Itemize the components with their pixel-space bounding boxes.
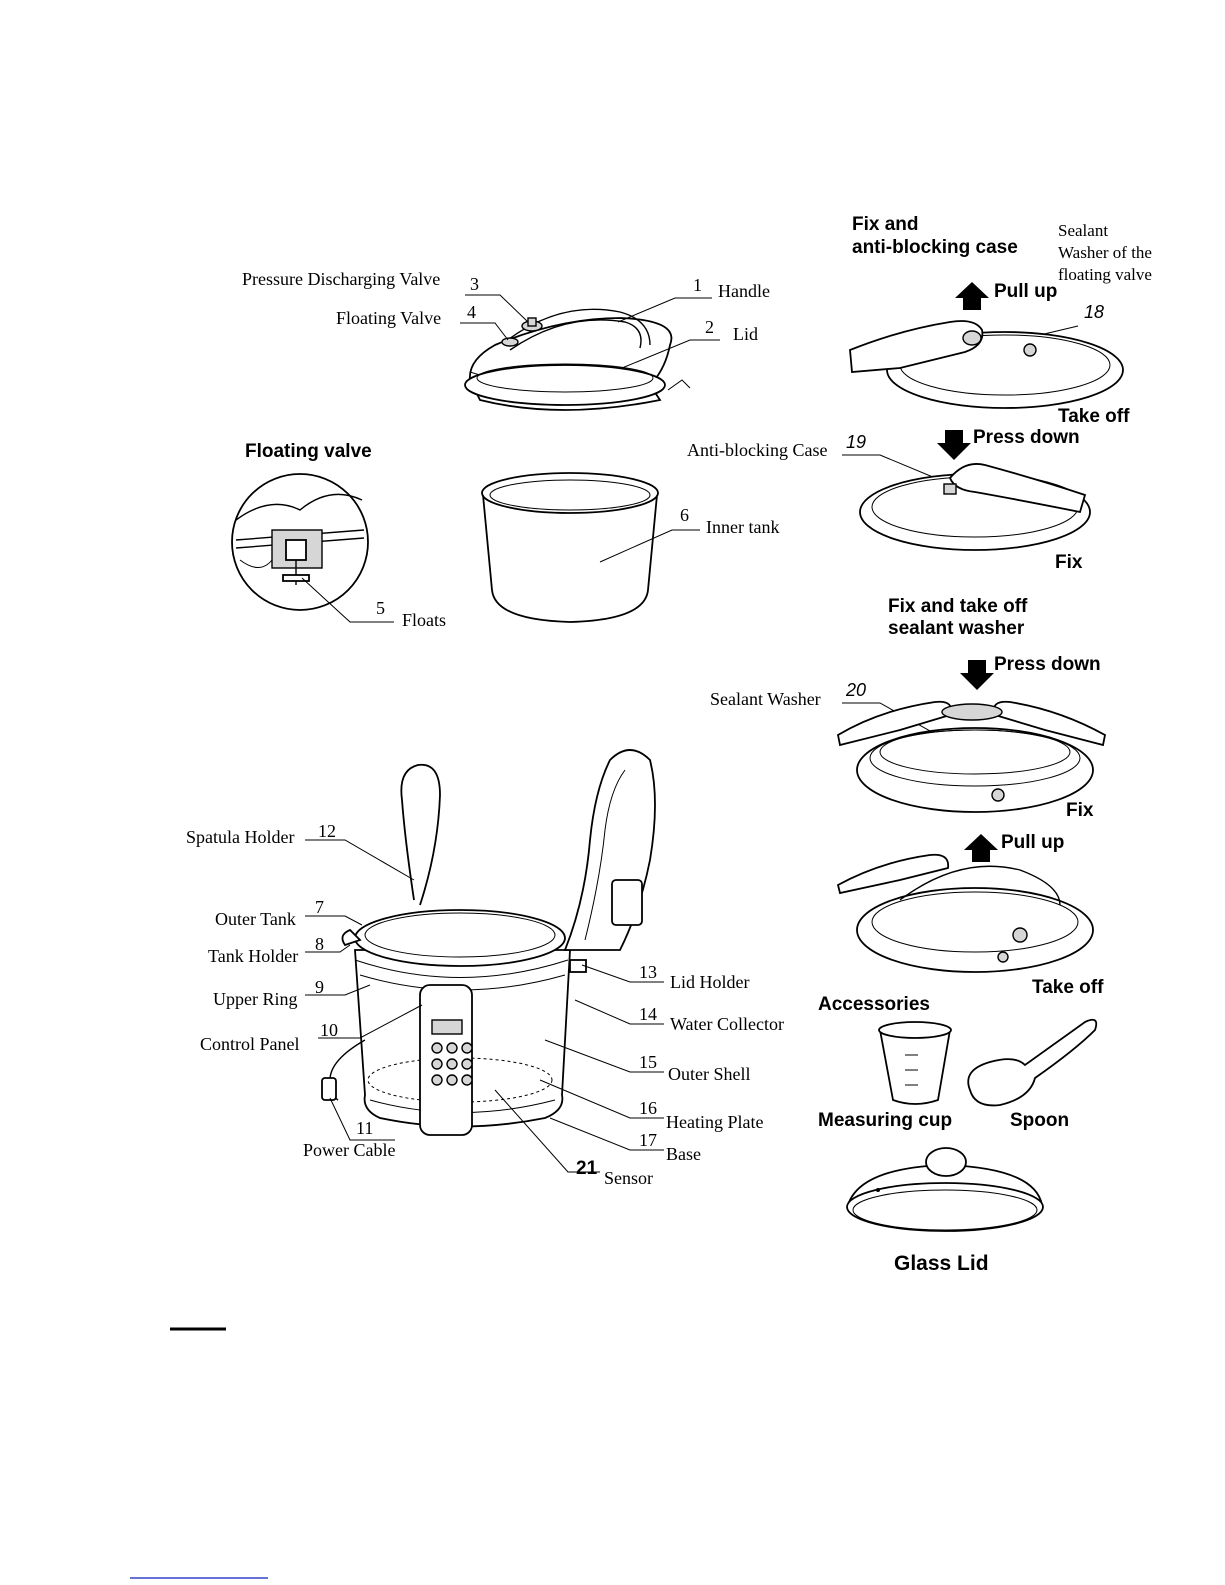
fix-case-title-2: anti-blocking case	[852, 237, 1018, 258]
part-18-number: 18	[1084, 302, 1104, 322]
part-5-number: 5	[376, 598, 385, 618]
leaders-lid	[460, 294, 720, 369]
part-15-label: Outer Shell	[668, 1064, 751, 1084]
part-5-label: Floats	[402, 610, 446, 630]
part-19-number: 19	[846, 432, 866, 452]
sealant-floating-2: Washer of the	[1058, 243, 1152, 262]
part-3-number: 3	[470, 274, 479, 294]
pull-up-label-2: Pull up	[1001, 832, 1064, 853]
part-20-number: 20	[845, 680, 866, 700]
inner-tank-illustration	[481, 472, 659, 623]
fix-case-title-1: Fix and	[852, 214, 919, 235]
press-down-label-1: Press down	[973, 427, 1080, 448]
pull-up-label-1: Pull up	[994, 281, 1057, 302]
part-1-number: 1	[693, 275, 702, 295]
part-14-number: 14	[639, 1004, 657, 1024]
part-21-number: 21	[576, 1158, 598, 1179]
part-10-number: 10	[320, 1020, 338, 1040]
part-13-number: 13	[639, 962, 657, 982]
part-2-number: 2	[705, 317, 714, 337]
part-9-label: Upper Ring	[213, 989, 298, 1009]
part-16-label: Heating Plate	[666, 1112, 763, 1132]
part-8-number: 8	[315, 934, 324, 954]
part-20-label: Sealant Washer	[710, 689, 821, 709]
lid-fix-illustration	[859, 463, 1091, 551]
part-14-label: Water Collector	[670, 1014, 784, 1034]
fix-label-2: Fix	[1066, 800, 1094, 821]
part-4-number: 4	[467, 302, 476, 322]
arrow-up-icon	[964, 834, 998, 862]
floating-valve-title: Floating valve	[245, 441, 372, 462]
fix-label-1: Fix	[1055, 552, 1083, 573]
press-down-label-2: Press down	[994, 654, 1101, 675]
part-13-label: Lid Holder	[670, 972, 749, 992]
part-6-label: Inner tank	[706, 517, 779, 537]
part-8-label: Tank Holder	[208, 946, 298, 966]
spoon-icon	[967, 1018, 1098, 1107]
part-19-label: Anti-blocking Case	[687, 440, 827, 460]
part-17-number: 17	[639, 1130, 657, 1150]
sealant-floating-3: floating valve	[1058, 265, 1152, 284]
glass-lid-label: Glass Lid	[894, 1252, 989, 1275]
part-15-number: 15	[639, 1052, 657, 1072]
part-3-label: Pressure Discharging Valve	[242, 269, 440, 289]
arrow-up-icon	[955, 282, 989, 310]
lid-take-off-illustration	[849, 320, 1124, 409]
part-4-label: Floating Valve	[336, 308, 441, 328]
part-1-label: Handle	[718, 281, 770, 301]
arrow-down-icon	[960, 660, 994, 690]
sealant-floating-1: Sealant	[1058, 221, 1108, 240]
part-9-number: 9	[315, 977, 324, 997]
glass-lid-icon	[846, 1147, 1044, 1232]
take-off-label-2: Take off	[1032, 977, 1104, 998]
washer-title-1: Fix and take off	[888, 596, 1028, 617]
leaders-body	[305, 839, 664, 1173]
accessories-title: Accessories	[818, 994, 930, 1015]
measuring-cup-label: Measuring cup	[818, 1110, 952, 1131]
cooker-body-illustration	[321, 749, 656, 1136]
arrow-down-icon	[937, 430, 971, 460]
part-11-number: 11	[356, 1118, 373, 1138]
part-2-label: Lid	[733, 324, 758, 344]
part-11-label: Power Cable	[303, 1140, 395, 1160]
washer-take-off-illustration	[836, 853, 1094, 973]
part-21-label: Sensor	[604, 1168, 653, 1188]
part-16-number: 16	[639, 1098, 657, 1118]
washer-title-2: sealant washer	[888, 618, 1025, 639]
measuring-cup-icon	[878, 1021, 952, 1105]
washer-fix-illustration	[836, 700, 1107, 813]
spoon-label: Spoon	[1010, 1110, 1069, 1131]
part-17-label: Base	[666, 1144, 701, 1164]
part-12-label: Spatula Holder	[186, 827, 294, 847]
leader-5	[301, 577, 394, 623]
take-off-label-1: Take off	[1058, 406, 1130, 427]
leader-19	[842, 454, 941, 481]
lid-illustration	[464, 308, 691, 411]
floating-valve-detail	[231, 473, 369, 611]
part-7-number: 7	[315, 897, 324, 917]
part-12-number: 12	[318, 821, 336, 841]
leader-6	[599, 529, 700, 563]
part-7-label: Outer Tank	[215, 909, 296, 929]
part-10-label: Control Panel	[200, 1034, 300, 1054]
part-6-number: 6	[680, 505, 689, 525]
